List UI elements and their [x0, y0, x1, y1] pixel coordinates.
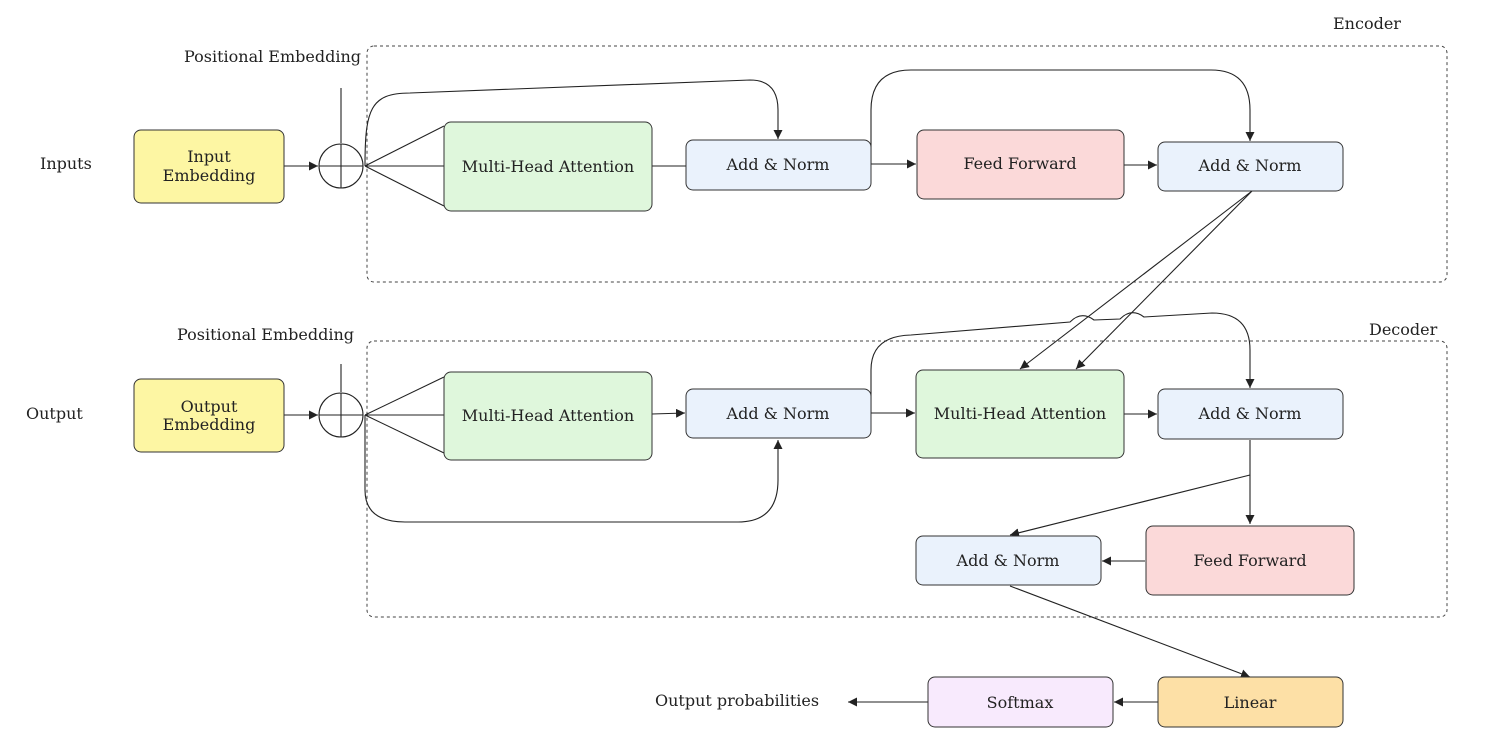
linear-label: Linear	[1224, 693, 1277, 712]
encoder-title: Encoder	[1333, 14, 1401, 33]
decoder-attention-2-box: Multi-Head Attention	[915, 369, 1125, 459]
decoder-attention-1-box: Multi-Head Attention	[443, 371, 653, 461]
encoder-input-embedding-box: Input Embedding	[133, 129, 285, 204]
decoder-attention-2-label: Multi-Head Attention	[934, 404, 1106, 423]
decoder-embedding-label-line2: Embedding	[163, 415, 256, 434]
encoder-add-norm-2-label: Add & Norm	[1198, 156, 1302, 175]
encoder-positional-adder	[318, 143, 364, 189]
encoder-positional-embedding-label: Positional Embedding	[184, 47, 361, 66]
encoder-frame	[366, 45, 1448, 283]
decoder-frame	[366, 340, 1448, 618]
decoder-add-norm-3-box: Add & Norm	[915, 535, 1102, 586]
decoder-feed-forward-box: Feed Forward	[1145, 525, 1355, 596]
decoder-positional-adder	[318, 392, 364, 438]
output-label: Output	[26, 404, 83, 423]
decoder-add-norm-2-label: Add & Norm	[1198, 404, 1302, 423]
encoder-wires	[284, 69, 1255, 370]
decoder-output-embedding-box: Output Embedding	[133, 378, 285, 453]
encoder-add-norm-2-box: Add & Norm	[1157, 141, 1344, 192]
decoder-title: Decoder	[1369, 320, 1438, 339]
inputs-label: Inputs	[40, 154, 92, 173]
encoder-attention-box: Multi-Head Attention	[443, 121, 653, 212]
decoder-wires	[284, 312, 1255, 679]
decoder-attention-1-label: Multi-Head Attention	[462, 406, 634, 425]
output-probabilities-label: Output probabilities	[655, 691, 819, 710]
decoder-positional-embedding-label: Positional Embedding	[177, 325, 354, 344]
decoder-embedding-label-line1: Output	[181, 397, 238, 416]
encoder-embedding-label-line1: Input	[187, 147, 231, 166]
decoder-feed-forward-label: Feed Forward	[1193, 551, 1306, 570]
encoder-feed-forward-label: Feed Forward	[963, 154, 1076, 173]
softmax-label: Softmax	[987, 693, 1054, 712]
encoder-add-norm-1-label: Add & Norm	[726, 155, 830, 174]
softmax-box: Softmax	[927, 676, 1114, 728]
encoder-attention-label: Multi-Head Attention	[462, 157, 634, 176]
decoder-add-norm-2-box: Add & Norm	[1157, 388, 1344, 440]
encoder-feed-forward-box: Feed Forward	[916, 129, 1125, 200]
decoder-add-norm-3-label: Add & Norm	[956, 551, 1060, 570]
encoder-add-norm-1-box: Add & Norm	[685, 139, 872, 191]
decoder-add-norm-1-label: Add & Norm	[726, 404, 830, 423]
decoder-add-norm-1-box: Add & Norm	[685, 388, 872, 439]
encoder-embedding-label-line2: Embedding	[163, 166, 256, 185]
linear-box: Linear	[1157, 676, 1344, 728]
